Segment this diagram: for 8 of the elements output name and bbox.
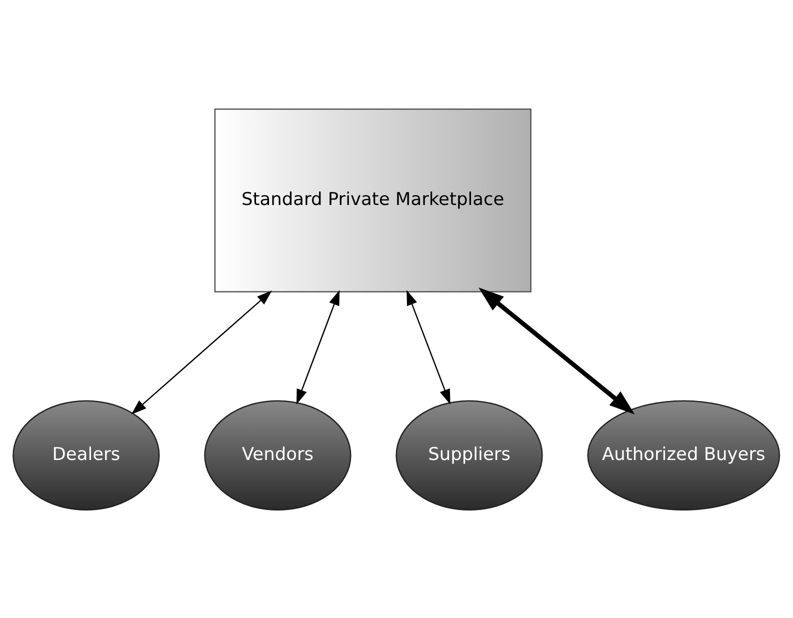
arrow	[478, 287, 635, 414]
node-ellipse: Vendors	[204, 400, 352, 510]
node-box: Standard Private Marketplace	[214, 108, 532, 292]
arrow	[406, 289, 450, 404]
arrow	[296, 289, 340, 404]
node-ellipse: Authorized Buyers	[587, 400, 780, 510]
node-ellipse: Suppliers	[396, 400, 543, 510]
arrow	[131, 290, 272, 414]
